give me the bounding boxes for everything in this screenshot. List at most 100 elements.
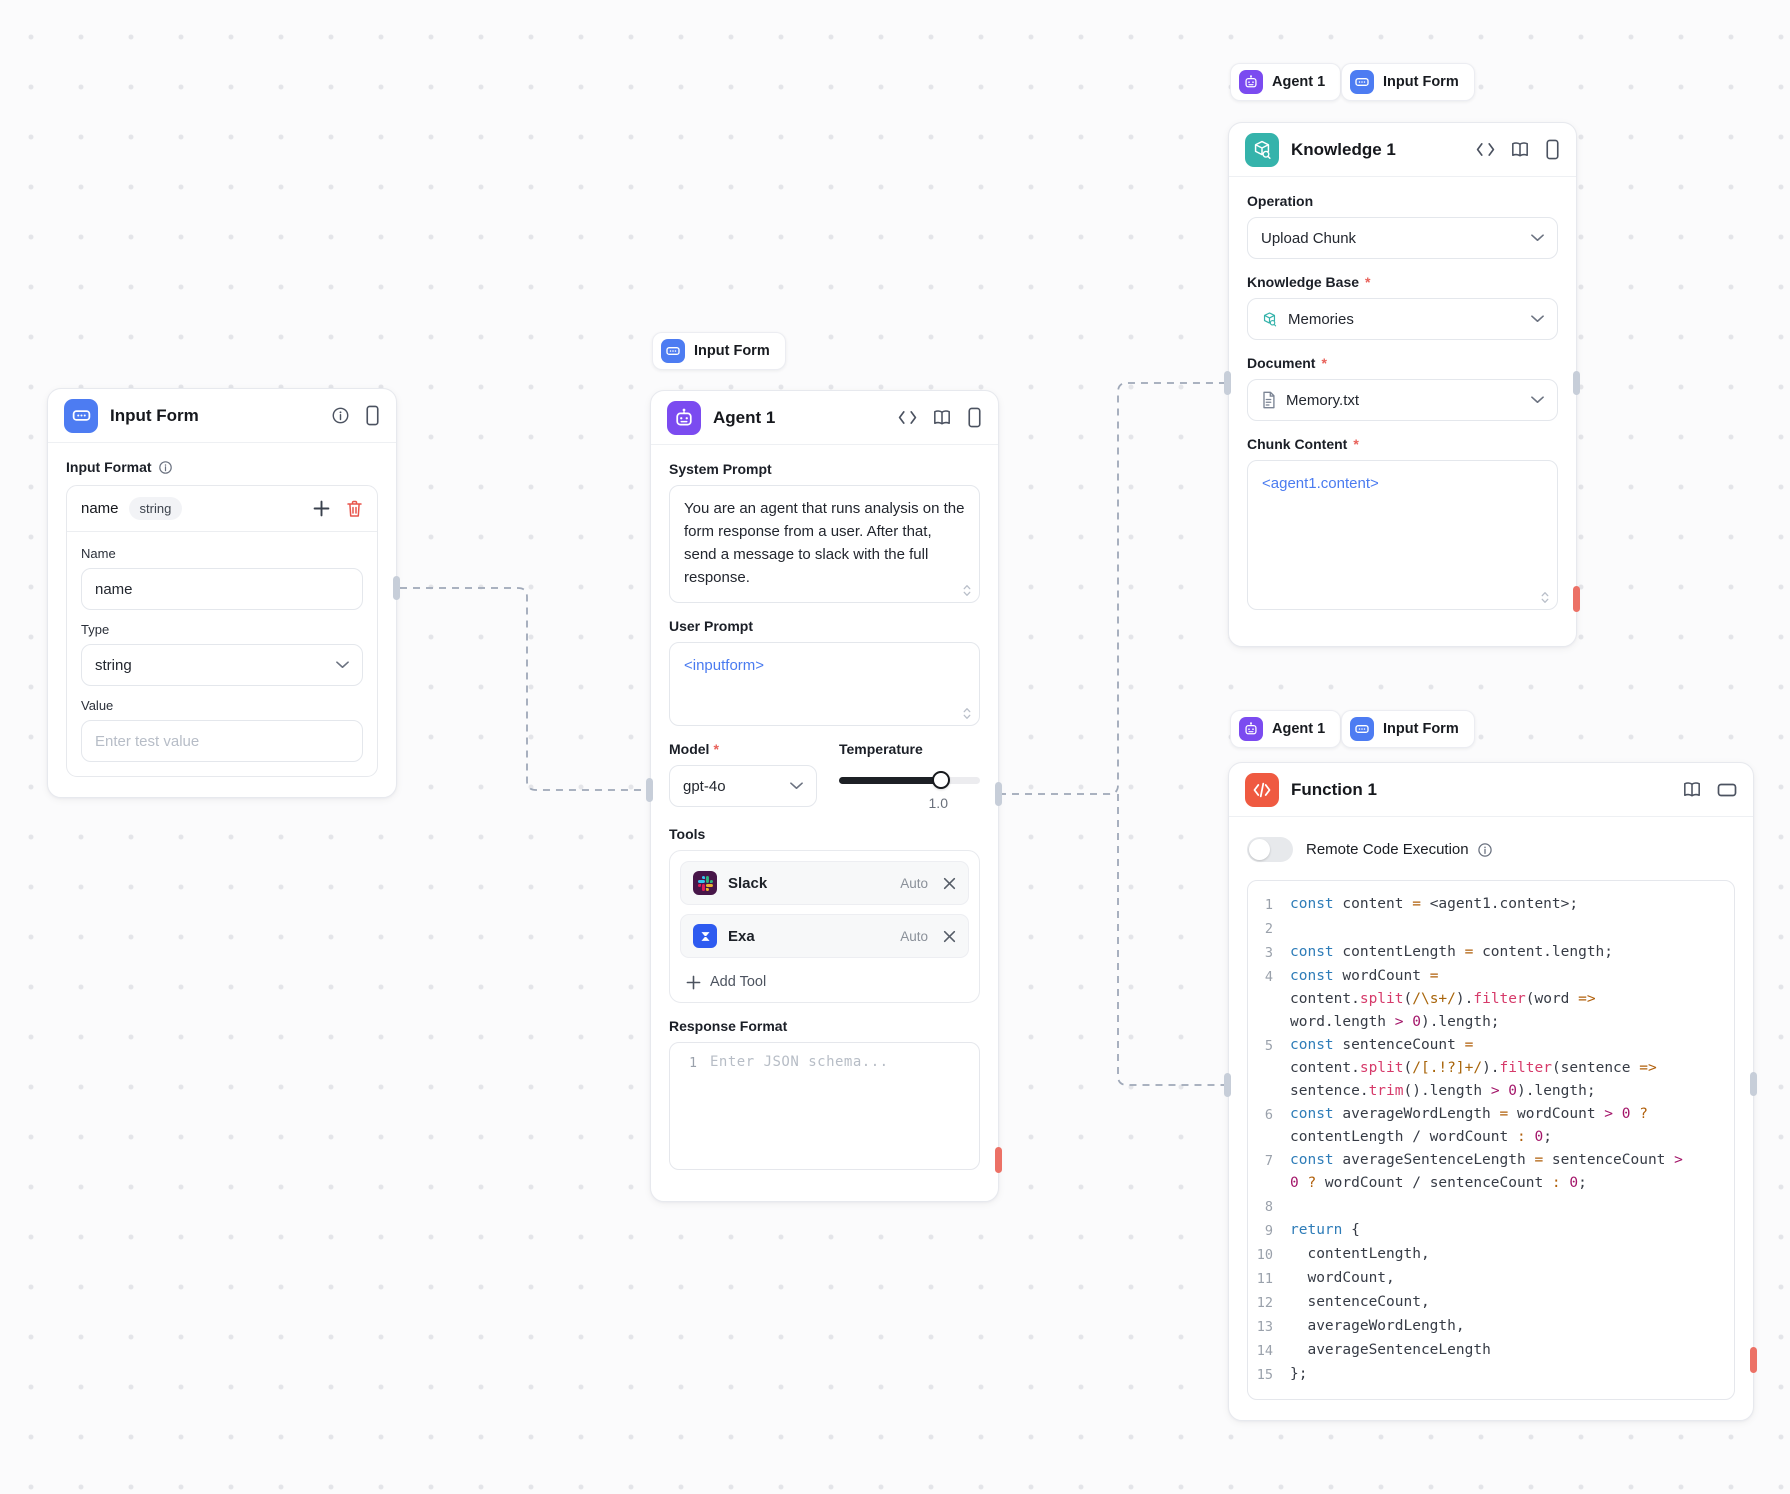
system-prompt-textarea[interactable]: You are an agent that runs analysis on t… <box>669 485 980 603</box>
tool-row-slack[interactable]: Slack Auto <box>680 861 969 905</box>
code-icon[interactable] <box>898 411 917 424</box>
error-handle-agent[interactable] <box>995 1147 1002 1173</box>
edge-inputform-agent <box>400 587 646 791</box>
type-select-value: string <box>95 656 132 674</box>
node-ref-pill-input-form[interactable]: Input Form <box>1341 63 1475 101</box>
exa-icon <box>693 924 717 948</box>
add-tool-button[interactable]: Add Tool <box>680 967 969 992</box>
node-knowledge[interactable]: Knowledge 1 Operation Upload Chunk Knowl… <box>1228 122 1577 647</box>
value-label: Value <box>81 698 114 713</box>
book-icon[interactable] <box>932 409 952 426</box>
user-prompt-label: User Prompt <box>669 618 754 634</box>
code-line[interactable]: 15}; <box>1248 1363 1726 1387</box>
code-line[interactable]: 2 <box>1248 917 1726 941</box>
chunk-content-textarea[interactable]: <agent1.content> <box>1247 460 1558 610</box>
code-line[interactable]: 8 <box>1248 1195 1726 1219</box>
node-header[interactable]: Function 1 <box>1229 763 1753 817</box>
code-line[interactable]: 14 averageSentenceLength <box>1248 1339 1726 1363</box>
edge-agent-knowledge <box>999 382 1224 795</box>
user-prompt-textarea[interactable]: <inputform> <box>669 642 980 726</box>
model-label: Model <box>669 741 710 757</box>
node-input-form[interactable]: Input Form Input Format name string <box>47 388 397 798</box>
output-handle-knowledge[interactable] <box>1573 371 1580 395</box>
mobile-icon[interactable] <box>967 407 982 428</box>
line-number: 11 <box>1256 1271 1273 1287</box>
temperature-slider[interactable] <box>839 771 980 789</box>
node-ref-pill-agent[interactable]: Agent 1 <box>1230 63 1342 101</box>
operation-select[interactable]: Upload Chunk <box>1247 217 1558 259</box>
output-handle-input-form[interactable] <box>393 576 400 600</box>
type-select[interactable]: string <box>81 644 363 686</box>
knowledge-base-select[interactable]: Memories <box>1247 298 1558 340</box>
book-icon[interactable] <box>1510 141 1530 158</box>
error-handle-function[interactable] <box>1750 1347 1757 1373</box>
model-select[interactable]: gpt-4o <box>669 765 817 807</box>
code-line[interactable]: 11 wordCount, <box>1248 1267 1726 1291</box>
code-line[interactable]: 10 contentLength, <box>1248 1243 1726 1267</box>
node-header[interactable]: Input Form <box>48 389 396 443</box>
response-format-editor[interactable]: 1 Enter JSON schema... <box>669 1042 980 1170</box>
tools-list: Slack Auto Exa Auto Add <box>669 850 980 1003</box>
value-input[interactable] <box>95 732 349 750</box>
node-header[interactable]: Agent 1 <box>651 391 998 445</box>
code-icon[interactable] <box>1476 143 1495 156</box>
tool-mode[interactable]: Auto <box>900 875 928 891</box>
tool-row-exa[interactable]: Exa Auto <box>680 914 969 958</box>
node-agent[interactable]: Agent 1 System Prompt You are an agent t… <box>650 390 999 1202</box>
mobile-icon[interactable] <box>1545 139 1560 160</box>
document-select-value: Memory.txt <box>1286 391 1360 409</box>
resize-icon[interactable] <box>1540 591 1550 604</box>
output-handle-agent[interactable] <box>995 782 1002 806</box>
code-line-text: const sentenceCount = content.split(/[.!… <box>1290 1037 1666 1099</box>
error-handle-knowledge[interactable] <box>1573 586 1580 612</box>
node-ref-pill-input-form[interactable]: Input Form <box>1341 710 1475 748</box>
value-input-wrap <box>81 720 363 762</box>
window-icon[interactable] <box>1717 782 1737 798</box>
code-line-text: const wordCount = content.split(/\s+/).f… <box>1290 968 1605 1030</box>
remove-tool-icon[interactable] <box>943 930 956 943</box>
document-icon <box>1261 391 1276 409</box>
user-prompt-text: <inputform> <box>684 657 765 674</box>
name-input[interactable] <box>95 580 349 598</box>
tool-mode[interactable]: Auto <box>900 928 928 944</box>
book-icon[interactable] <box>1682 781 1702 798</box>
output-handle-function[interactable] <box>1750 1072 1757 1096</box>
mobile-icon[interactable] <box>365 405 380 426</box>
remove-tool-icon[interactable] <box>943 877 956 890</box>
input-handle-knowledge[interactable] <box>1224 371 1231 395</box>
response-format-label: Response Format <box>669 1018 788 1034</box>
delete-field-icon[interactable] <box>346 500 363 518</box>
temperature-value: 1.0 <box>928 795 948 811</box>
code-line-text: contentLength, <box>1290 1246 1430 1262</box>
input-handle-function[interactable] <box>1224 1073 1231 1097</box>
resize-icon[interactable] <box>962 584 972 597</box>
node-ref-pill-input-form[interactable]: Input Form <box>652 332 786 370</box>
resize-icon[interactable] <box>962 707 972 720</box>
code-line[interactable]: 13 averageWordLength, <box>1248 1315 1726 1339</box>
remote-code-toggle[interactable] <box>1247 837 1293 862</box>
agent-robot-icon <box>667 400 701 435</box>
node-ref-pill-agent[interactable]: Agent 1 <box>1230 710 1342 748</box>
code-line[interactable]: 12 sentenceCount, <box>1248 1291 1726 1315</box>
info-icon[interactable] <box>1477 842 1493 858</box>
node-header[interactable]: Knowledge 1 <box>1229 123 1576 177</box>
slider-knob[interactable] <box>931 771 950 789</box>
info-icon[interactable] <box>158 460 173 475</box>
add-field-icon[interactable] <box>313 500 330 517</box>
document-select[interactable]: Memory.txt <box>1247 379 1558 421</box>
line-number: 4 <box>1264 969 1273 985</box>
info-icon[interactable] <box>331 406 350 425</box>
code-line[interactable]: 4 const wordCount = content.split(/\s+/).… <box>1248 965 1726 1034</box>
pill-label: Input Form <box>1383 74 1459 90</box>
input-handle-agent[interactable] <box>646 778 653 802</box>
